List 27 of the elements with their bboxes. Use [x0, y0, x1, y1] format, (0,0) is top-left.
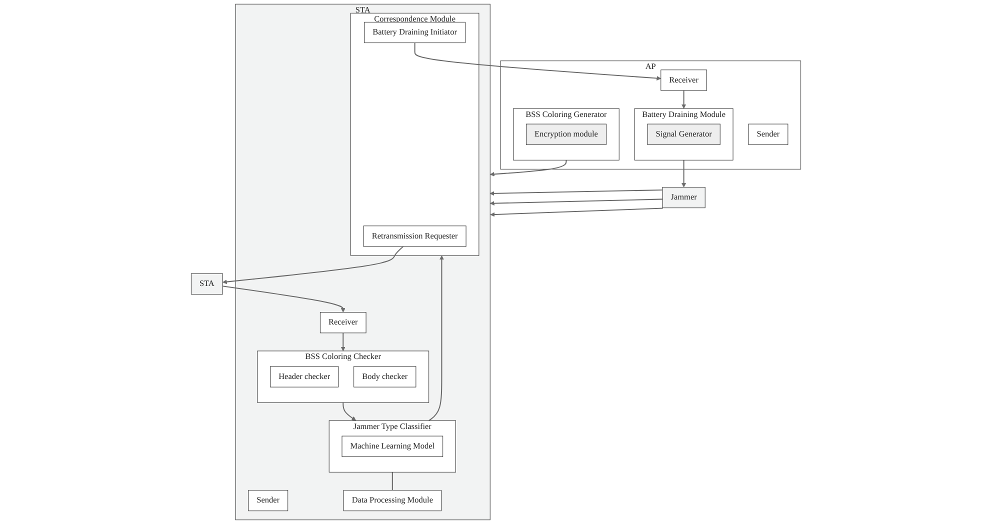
arrow: [222, 246, 404, 284]
arrow: [490, 208, 663, 217]
arrow: [222, 286, 346, 312]
node-box: Jammer: [662, 186, 706, 208]
connector: [392, 472, 393, 490]
arrow: [682, 90, 686, 109]
node-box: Signal Generator: [647, 124, 720, 145]
node-box: STA: [190, 273, 223, 294]
node-box: Retransmission Requester: [363, 226, 466, 247]
node-box: Sender: [248, 490, 288, 512]
node-box: Header checker: [270, 366, 339, 388]
node-box: Battery Draining Initiator: [364, 22, 466, 44]
node-box: Encryption module: [526, 124, 606, 145]
arrow: [490, 160, 567, 176]
node-box: Machine Learning Model: [342, 436, 444, 457]
arrow: [682, 160, 686, 188]
node-box: Data Processing Module: [343, 490, 442, 512]
arrow: [490, 189, 662, 196]
arrow: [342, 402, 356, 421]
node-box: Sender: [748, 124, 788, 145]
arrow: [414, 42, 662, 81]
arrow: [340, 332, 346, 352]
node-box: Body checker: [354, 366, 416, 388]
node-box: Receiver: [660, 70, 707, 91]
node-box: Receiver: [320, 312, 366, 334]
arrow: [490, 198, 662, 206]
arrow: [428, 255, 444, 422]
